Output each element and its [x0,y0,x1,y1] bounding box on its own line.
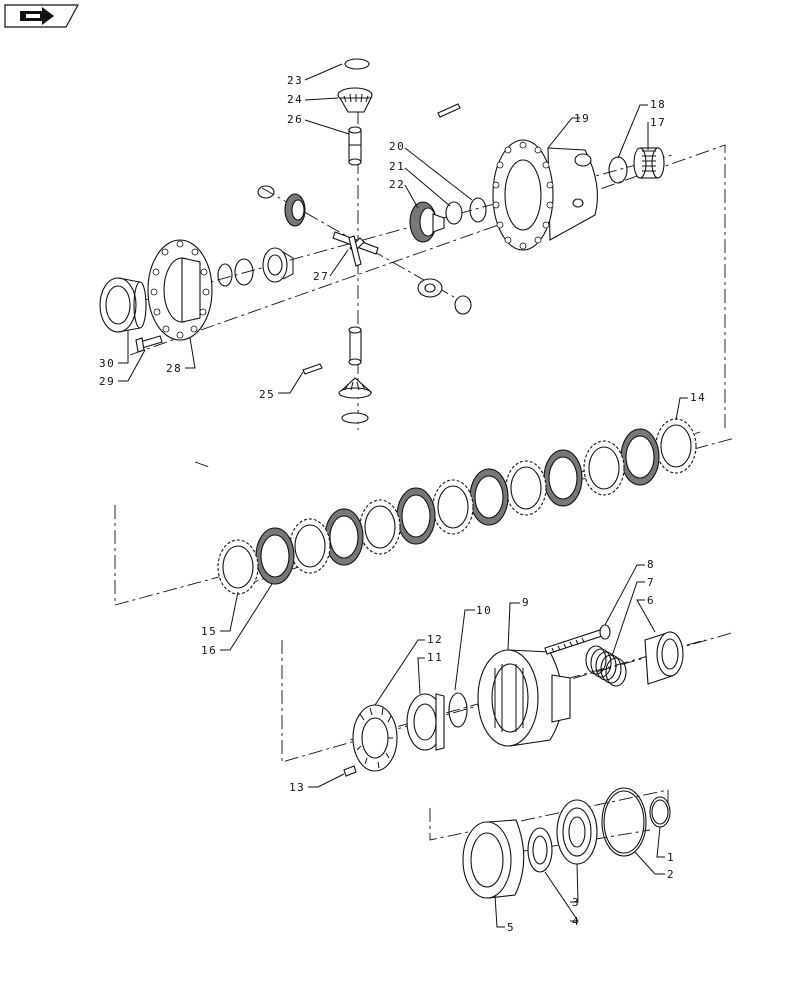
part-2-o-ring [601,787,647,857]
cross-shaft-lower [348,326,362,366]
friction-disc [620,428,660,486]
callout-25: 25 [259,388,275,401]
part-4-washer [527,827,553,873]
callout-19: 19 [574,112,590,125]
callout-30: 30 [99,357,115,370]
callout-8: 8 [647,558,655,571]
part-27-spider-cross [332,231,379,267]
callout-9: 9 [522,596,530,609]
roll-pin-top [437,103,461,118]
part-7-spring [585,645,627,687]
pinion-gear-bottom [338,377,373,399]
part-21-shim [445,201,463,225]
part-16-friction-disc [255,527,295,585]
side-gear-with-bearing [262,247,294,283]
thrust-washer-left [234,258,254,286]
separator-plate [583,440,625,496]
friction-disc [324,508,364,566]
part-22-side-gear [409,201,445,243]
callout-15: 15 [201,625,217,638]
navigation-button[interactable] [4,4,80,28]
part-25-roll-pin [302,363,323,375]
callout-12: 12 [427,633,443,646]
part-26-cross-shaft-top [348,126,362,166]
callout-13: 13 [289,781,305,794]
separator-plate [432,479,474,535]
arrow-forward-icon [20,7,54,25]
callout-21: 21 [389,160,405,173]
separator-plate [289,518,331,574]
callout-labels: 23 24 26 20 21 22 19 18 17 27 25 28 30 2… [99,74,706,934]
callout-16: 16 [201,644,217,657]
callout-4: 4 [572,915,580,928]
part-6-sleeve [644,631,684,685]
bottom-seal-assembly [462,787,671,899]
friction-disc [469,468,509,526]
callout-17: 17 [650,116,666,129]
part-3-bearing [556,799,598,865]
callout-18: 18 [650,98,666,111]
callout-3: 3 [572,896,580,909]
part-17-sun-gear [633,147,665,179]
part-12-bellville-plate [352,704,398,772]
callout-29: 29 [99,375,115,388]
pinion-gear-lower [417,278,443,298]
part-13-key [343,765,357,777]
part-8-bolt [544,624,611,655]
side-gear-left [257,185,306,227]
callout-2: 2 [667,868,675,881]
leader-lines [118,63,688,928]
part-24-pinion-gear [337,87,373,113]
callout-26: 26 [287,113,303,126]
part-19-differential-housing [492,139,598,251]
separator-plate [655,418,697,474]
callout-23: 23 [287,74,303,87]
shim-left [217,263,233,287]
callout-27: 27 [313,270,329,283]
separator-plate [505,460,547,516]
part-30-bearing [99,277,147,333]
separator-plate [359,499,401,555]
piston-hub-assembly [343,624,684,777]
part-1-snap-ring [649,796,671,828]
part-11-washer [406,693,445,751]
callout-24: 24 [287,93,303,106]
callout-6: 6 [647,594,655,607]
callout-10: 10 [476,604,492,617]
friction-disc [396,487,436,545]
thrust-washer-lower [454,295,472,315]
callout-14: 14 [690,391,706,404]
part-5-piston-cup [462,819,525,899]
callout-7: 7 [647,576,655,589]
part-28-carrier-flange [147,239,213,341]
part-15-separator-plate [217,539,259,595]
thrust-washer-bottom [341,412,369,424]
friction-disc [543,449,583,507]
part-23-thrust-washer [344,58,370,70]
part-20-washer [469,197,487,223]
callout-5: 5 [507,921,515,934]
differential-assembly [99,58,665,424]
part-10-snap-ring [448,692,468,728]
callout-1: 1 [667,851,675,864]
callout-11: 11 [427,651,443,664]
part-29-bolt [135,335,163,353]
callout-28: 28 [166,362,182,375]
part-9-clutch-hub [477,649,571,747]
callout-20: 20 [389,140,405,153]
callout-22: 22 [389,178,405,191]
clutch-disc-pack [217,418,697,595]
part-18-snap-ring [608,156,628,184]
